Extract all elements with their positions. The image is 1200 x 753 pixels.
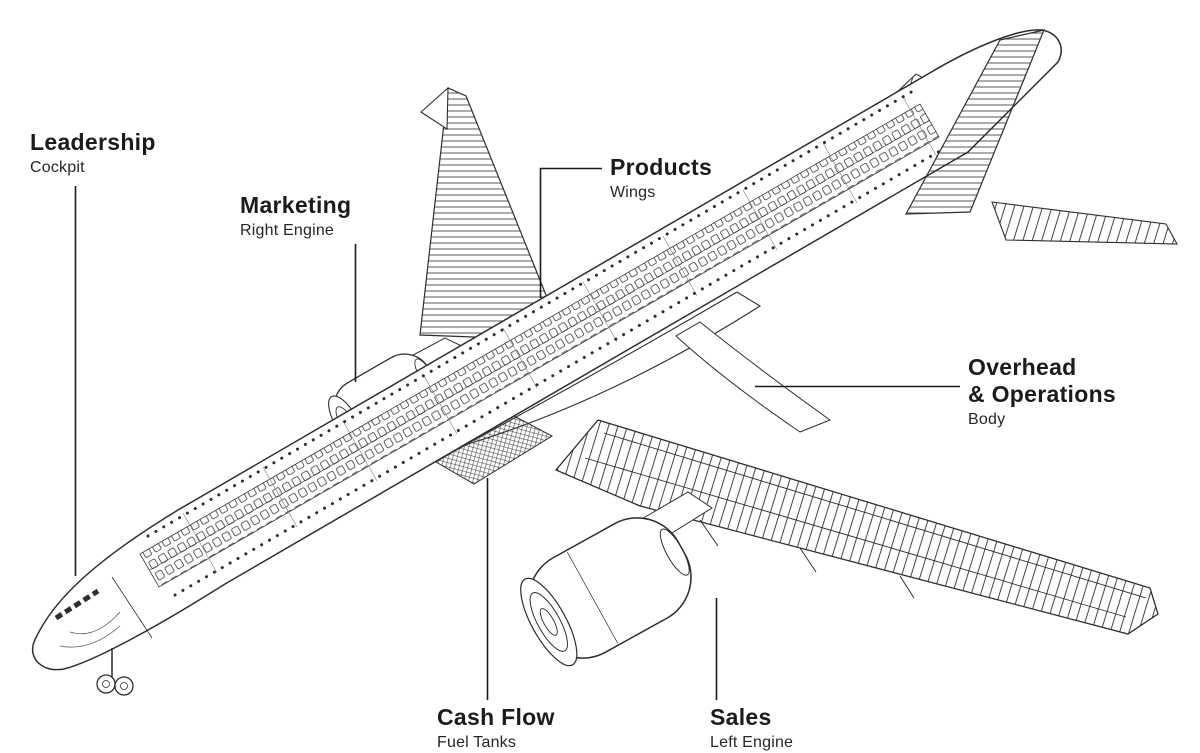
label-cash-flow-title: Cash Flow	[437, 704, 555, 730]
wing-root-fairing	[675, 321, 832, 433]
label-overhead-operations-title: Overhead & Operations	[968, 354, 1117, 407]
label-marketing-subtitle: Right Engine	[240, 221, 335, 239]
right-horizontal-stabilizer	[991, 201, 1178, 245]
leader-line-products	[539, 167, 602, 298]
right-winglet	[420, 86, 449, 131]
label-overhead-operations-subtitle: Body	[968, 410, 1006, 428]
label-sales: Sales Left Engine	[710, 704, 793, 752]
label-overhead-operations: Overhead & Operations Body	[968, 354, 1116, 429]
tail	[904, 29, 1178, 245]
label-products-subtitle: Wings	[610, 183, 656, 201]
left-engine	[520, 517, 692, 667]
cockpit	[54, 576, 153, 648]
cabin-aisle-line	[149, 119, 931, 571]
label-leadership-subtitle: Cockpit	[30, 158, 85, 176]
label-cash-flow: Cash Flow Fuel Tanks	[437, 704, 555, 752]
flap-track-fairings	[699, 519, 915, 599]
upper-window-row	[146, 89, 915, 538]
vertical-stabilizer	[904, 29, 1045, 215]
label-products: Products Wings	[610, 154, 712, 202]
label-marketing-title: Marketing	[240, 192, 352, 218]
label-products-title: Products	[610, 154, 713, 180]
label-leadership-title: Leadership	[30, 129, 156, 155]
fuselage-frames	[182, 96, 938, 574]
leader-lines	[74, 167, 960, 700]
label-cash-flow-subtitle: Fuel Tanks	[437, 733, 517, 751]
leading-edge-slat-line	[603, 432, 1147, 599]
right-wing	[419, 86, 553, 339]
left-wing	[554, 321, 1159, 635]
label-sales-title: Sales	[710, 704, 772, 730]
wing-spar-line	[584, 457, 1127, 618]
label-leadership: Leadership Cockpit	[30, 129, 156, 177]
lower-window-row	[173, 146, 947, 597]
label-sales-subtitle: Left Engine	[710, 733, 794, 751]
label-marketing: Marketing Right Engine	[240, 192, 351, 240]
fuel-tanks	[435, 415, 554, 485]
landing-gear	[96, 648, 134, 696]
